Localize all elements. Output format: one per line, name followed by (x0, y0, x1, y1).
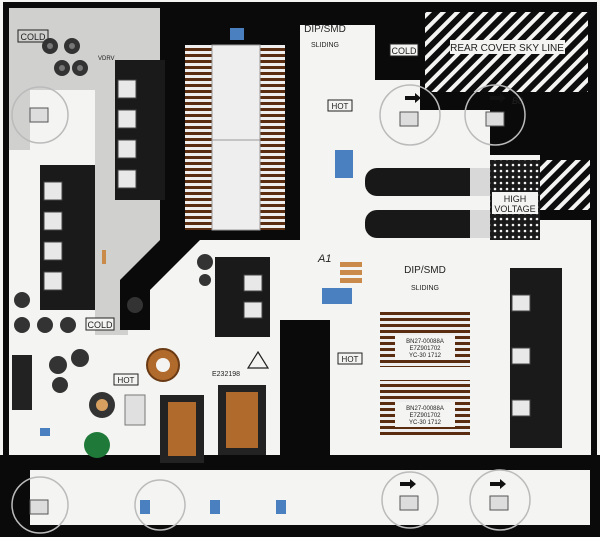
mosfets-left-mid (43, 181, 63, 291)
sliding-mid-label: SLIDING (411, 285, 439, 292)
part-code-label: E232198 (212, 371, 240, 378)
cold-box-top-left (17, 29, 49, 43)
transformer-llc-2-line1: BN27-00088A (406, 406, 444, 412)
high-voltage-label-2: VOLTAGE (494, 204, 535, 214)
transformer-llc-1-line1: BN27-00088A (406, 339, 444, 345)
cold-label-mid-left: COLD (87, 320, 113, 330)
choke-2 (218, 385, 266, 455)
transformer-llc-2 (380, 380, 470, 435)
small-toroid (89, 392, 115, 418)
mount-pads (29, 107, 509, 515)
rear-cover-label-bg (450, 40, 565, 54)
hot-box-bottom (113, 373, 139, 386)
hot-box-mid (337, 352, 363, 365)
heatsink-center (215, 257, 270, 337)
cold-label-top-left: COLD (20, 32, 46, 42)
arrow-icon (400, 93, 506, 489)
resistors (102, 250, 362, 283)
handwritten-a1: A1 (317, 253, 331, 265)
transformer-llc-2-line3: YC-30 1712 (409, 420, 442, 426)
right-hatch-strip (540, 160, 590, 210)
high-voltage-label-bg (492, 192, 538, 214)
hot-label-bottom: HOT (118, 376, 135, 385)
shunt-block (124, 394, 146, 426)
cold-label-top-right: COLD (391, 46, 417, 56)
rear-cover-label: REAR COVER SKY LINE (450, 43, 564, 54)
blue-caps (40, 28, 353, 514)
dip-smd-mid-label: DIP/SMD (404, 265, 446, 276)
caps-top-left (42, 38, 88, 76)
varistor (84, 432, 110, 458)
bulk-capacitors (365, 168, 490, 238)
hot-label-top: HOT (332, 102, 349, 111)
toroid-inductor (146, 348, 180, 382)
vdrv-label: VDRV (98, 56, 115, 62)
mosfets-left-top (117, 79, 137, 189)
sliding-top-label: SLIDING (311, 42, 339, 49)
transformer-llc-1-line2: E7Z901702 (409, 346, 441, 352)
bottom-copper-cutout (30, 470, 590, 525)
cold-box-mid-left (85, 317, 115, 331)
transformer-llc-2-line2: E7Z901702 (409, 413, 441, 419)
hot-label-mid: HOT (342, 355, 359, 364)
cold-box-top-right (389, 43, 419, 57)
dip-smd-top-label: DIP/SMD (304, 24, 346, 35)
transformer-top-1 (185, 44, 285, 141)
choke-1 (160, 395, 204, 463)
connector-left (12, 355, 32, 410)
handwritten-b8: B8 (512, 96, 523, 106)
high-voltage-label-1: HIGH (504, 194, 527, 204)
transformer-llc-1 (380, 312, 470, 367)
transformer-llc-1-line3: YC-30 1712 (409, 353, 442, 359)
transformer-top-2 (185, 139, 285, 231)
mosfets-right (511, 294, 531, 417)
mosfets-center (243, 274, 263, 319)
warning-triangle-icon (246, 350, 270, 369)
caps-lower-left (14, 254, 213, 393)
hot-box-top (327, 99, 353, 112)
mount-holes (11, 84, 531, 534)
